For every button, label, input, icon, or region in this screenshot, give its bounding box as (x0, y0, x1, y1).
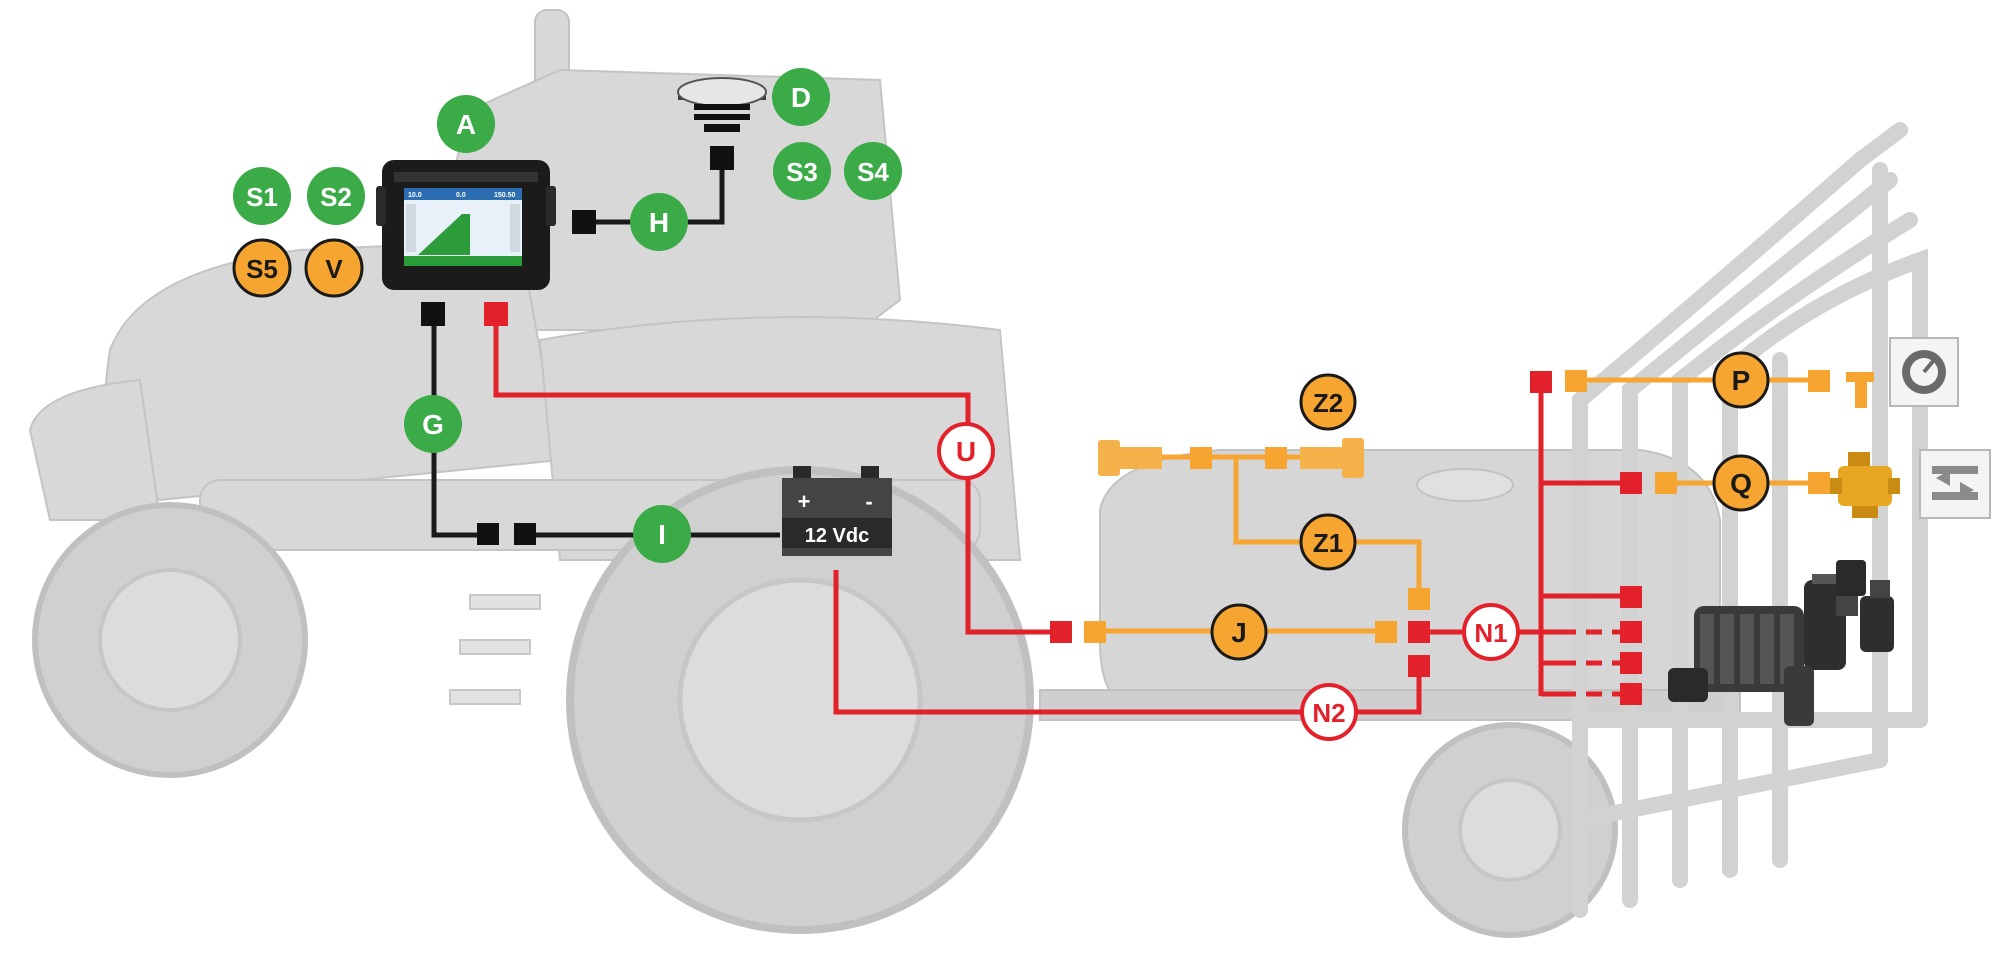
badge-i[interactable]: I (633, 505, 691, 563)
connector (1620, 683, 1642, 705)
sprayer-wheel (1402, 722, 1618, 938)
badge-j[interactable]: J (1210, 603, 1268, 661)
sprayer-boom-frame (1572, 122, 1928, 918)
display-field-path (418, 214, 470, 255)
badge-s5[interactable]: S5 (232, 238, 292, 298)
cable-g (431, 314, 488, 538)
svg-text:Z2: Z2 (1313, 388, 1343, 418)
svg-text:D: D (791, 82, 811, 113)
connector (1084, 621, 1106, 643)
svg-text:A: A (456, 109, 476, 140)
cable-u (493, 314, 1060, 635)
battery-voltage-label: 12 Vdc (805, 525, 869, 547)
connector (484, 302, 508, 326)
svg-text:J: J (1231, 617, 1247, 648)
connector (1190, 447, 1212, 469)
badge-d[interactable]: D (772, 68, 830, 126)
svg-text:S4: S4 (857, 157, 889, 187)
gps-antenna-icon[interactable] (677, 77, 767, 132)
connector (1565, 370, 1587, 392)
display-right-value: 150.50 (494, 192, 516, 199)
connector (1375, 621, 1397, 643)
battery-plus: + (798, 489, 811, 514)
black-connectors (421, 146, 734, 545)
svg-text:G: G (422, 409, 444, 440)
connector (1530, 371, 1552, 393)
regulator-valve-icon (1830, 452, 1900, 518)
connector (1620, 652, 1642, 674)
badge-h[interactable]: H (630, 193, 688, 251)
badge-q[interactable]: Q (1712, 454, 1770, 512)
pressure-gauge-icon[interactable] (1889, 337, 1959, 407)
svg-text:H: H (649, 207, 669, 238)
badge-v[interactable]: V (304, 238, 364, 298)
badge-z1[interactable]: Z1 (1299, 513, 1357, 571)
badge-u[interactable]: U (937, 422, 995, 480)
connector (572, 210, 596, 234)
connector (1620, 586, 1642, 608)
cable-n2 (833, 570, 1422, 715)
badge-z2[interactable]: Z2 (1299, 373, 1357, 431)
pressure-sensor-plug (1846, 372, 1874, 408)
connector (477, 523, 499, 545)
badge-s2[interactable]: S2 (307, 167, 365, 225)
svg-text:S2: S2 (320, 182, 352, 212)
red-connectors (484, 302, 1642, 705)
flow-valve-icon[interactable] (1919, 449, 1991, 519)
display-mid-value: 0.0 (456, 192, 466, 199)
svg-text:Q: Q (1730, 468, 1752, 499)
connector (514, 523, 536, 545)
z2-plug-right (1300, 438, 1364, 478)
badge-g[interactable]: G (404, 395, 462, 453)
badge-p[interactable]: P (1712, 351, 1770, 409)
connector (1620, 472, 1642, 494)
badge-n2[interactable]: N2 (1300, 683, 1358, 741)
svg-text:U: U (956, 436, 976, 467)
svg-text:P: P (1732, 365, 1751, 396)
connector (421, 302, 445, 326)
tractor-wheels (32, 466, 1034, 934)
svg-text:Z1: Z1 (1313, 528, 1343, 558)
display-left-value: 10.0 (408, 192, 422, 199)
svg-text:N2: N2 (1312, 698, 1345, 728)
svg-text:I: I (658, 519, 666, 550)
connector (1655, 472, 1677, 494)
battery-minus: - (865, 489, 872, 514)
svg-text:S5: S5 (246, 254, 278, 284)
valve-manifold-icon[interactable] (1668, 560, 1894, 726)
power-cables (493, 314, 1627, 715)
tractor-steps (449, 594, 541, 705)
battery-icon: + - 12 Vdc (782, 466, 892, 556)
svg-text:V: V (325, 254, 343, 284)
orange-connectors (1084, 370, 1830, 643)
badge-a[interactable]: A (437, 95, 495, 153)
connector (1808, 472, 1830, 494)
svg-text:S3: S3 (786, 157, 818, 187)
power-cables-dashed (1560, 629, 1627, 697)
z2-plug-left (1098, 440, 1162, 476)
connector (1408, 588, 1430, 610)
connector (1808, 370, 1830, 392)
badge-s1[interactable]: S1 (233, 167, 291, 225)
connector (1620, 621, 1642, 643)
connector (1265, 447, 1287, 469)
connector (1408, 621, 1430, 643)
connector (1050, 621, 1072, 643)
badge-s4[interactable]: S4 (844, 142, 902, 200)
connector (710, 146, 734, 170)
field-computer-display-icon[interactable]: 10.0 0.0 150.50 (376, 160, 556, 290)
svg-text:N1: N1 (1474, 618, 1507, 648)
badge-s3[interactable]: S3 (773, 142, 831, 200)
badge-n1[interactable]: N1 (1462, 603, 1520, 661)
svg-text:S1: S1 (246, 182, 278, 212)
connector (1408, 655, 1430, 677)
